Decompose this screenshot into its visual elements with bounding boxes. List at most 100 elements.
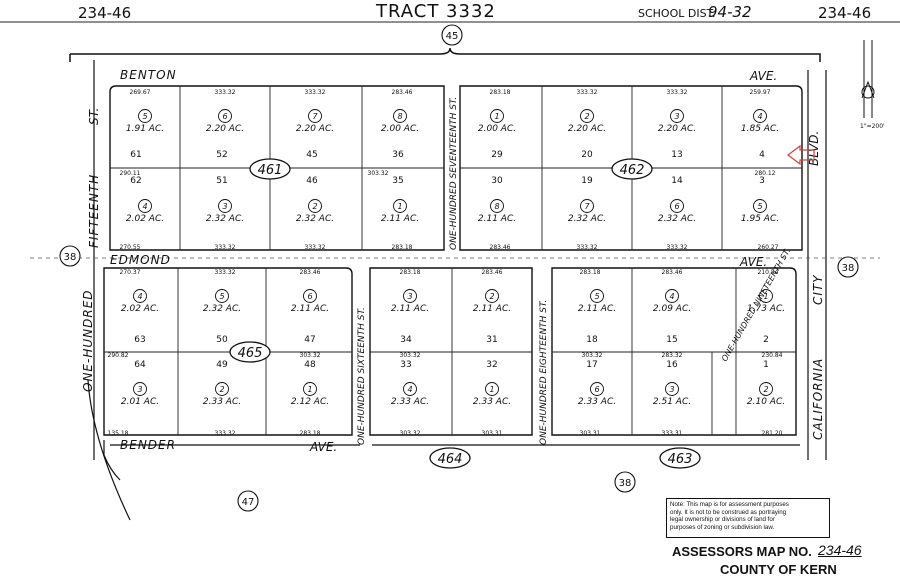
parcel-number: 2 — [763, 385, 768, 394]
dimension-label: 303.32 — [400, 352, 421, 359]
parcel-number: 5 — [594, 292, 599, 301]
lot-number: 3 — [759, 176, 765, 186]
block-number: 463 — [668, 452, 693, 467]
parcel-acreage: 1.85 AC. — [741, 124, 779, 134]
parcel-number: 1 — [397, 202, 402, 211]
school-district-value: 94-32 — [708, 3, 752, 21]
assessors-map-number: 234-46 — [818, 542, 862, 558]
parcel-number: 4 — [407, 385, 412, 394]
parcel-number: 1 — [307, 385, 312, 394]
dimension-label: 210.54 — [758, 269, 779, 276]
lot-number: 15 — [666, 335, 677, 345]
parcel-circle — [753, 109, 767, 123]
block-oval — [249, 158, 291, 180]
parcel-number: 8 — [397, 112, 402, 121]
street-fifteenth-st: ST. — [87, 108, 101, 125]
book-page-left: 234-46 — [78, 4, 132, 22]
block-number: 461 — [258, 163, 283, 178]
block-number: 464 — [438, 452, 463, 467]
dimension-label: 290.82 — [108, 352, 129, 359]
lot-number: 17 — [586, 360, 597, 370]
page-ref-number: 45 — [446, 31, 459, 42]
lot-number: 31 — [486, 335, 497, 345]
dimension-label: 283.18 — [490, 89, 511, 96]
lot-number: 13 — [671, 150, 682, 160]
lot-number: 33 — [400, 360, 411, 370]
parcel-number: 6 — [307, 292, 312, 301]
dimension-label: 280.12 — [755, 170, 776, 177]
book-page-right: 234-46 — [818, 4, 872, 22]
parcel-circle — [490, 109, 504, 123]
lot-number: 30 — [491, 176, 503, 186]
parcel-acreage: 2.33 AC. — [203, 397, 241, 407]
dimension-label: 333.32 — [577, 244, 598, 251]
school-district-label: SCHOOL DIST. — [638, 7, 716, 20]
parcel-circle — [308, 199, 322, 213]
dimension-label: 303.32 — [300, 352, 321, 359]
lot-number: 29 — [491, 150, 503, 160]
parcel-number: 6 — [222, 112, 227, 121]
dimension-label: 281.20 — [762, 430, 783, 437]
parcel-circle — [759, 382, 773, 396]
parcel-circle — [303, 382, 317, 396]
parcel-number: 2 — [584, 112, 589, 121]
parcel-circle — [403, 382, 417, 396]
block-number: 465 — [238, 346, 263, 361]
parcel-number: 7 — [584, 202, 590, 211]
street-blvd: BLVD. — [807, 131, 821, 166]
parcel-number: 3 — [674, 112, 679, 121]
lot-number: 45 — [306, 150, 317, 160]
dimension-label: 333.32 — [305, 89, 326, 96]
dimension-label: 283.18 — [300, 430, 321, 437]
dimension-label: 283.18 — [392, 244, 413, 251]
parcel-acreage: 2.11 AC. — [473, 304, 511, 314]
parcel-acreage: 2.10 AC. — [747, 397, 785, 407]
parcel-circle — [665, 382, 679, 396]
block-number: 462 — [620, 163, 645, 178]
dimension-label: 303.31 — [482, 430, 503, 437]
parcel-number: 3 — [407, 292, 412, 301]
parcel-number: 7 — [312, 112, 318, 121]
parcel-acreage: 2.09 AC. — [653, 304, 691, 314]
lot-number: 62 — [130, 176, 141, 186]
parcel-number: 5 — [219, 292, 224, 301]
parcel-number: 3 — [669, 385, 674, 394]
dimension-label: 303.32 — [368, 170, 389, 177]
parcel-circle — [670, 199, 684, 213]
parcel-circle — [393, 199, 407, 213]
parcel-circle — [393, 109, 407, 123]
dimension-label: 283.46 — [300, 269, 321, 276]
street-eighteenth: ONE-HUNDRED EIGHTEENTH ST. — [539, 300, 549, 445]
street-bender: BENDER — [120, 438, 176, 452]
parcel-acreage: 2.33 AC. — [473, 397, 511, 407]
parcel-circle — [308, 109, 322, 123]
dimension-label: 303.31 — [580, 430, 601, 437]
dimension-label: 283.32 — [662, 352, 683, 359]
parcel-acreage: 2.02 AC. — [126, 214, 164, 224]
parcel-circle — [485, 382, 499, 396]
street-seventeenth: ONE-HUNDRED SEVENTEENTH ST. — [449, 97, 459, 250]
page-ref-number: 38 — [64, 252, 77, 263]
note-line: purposes of zoning or subdivision law. — [670, 523, 775, 531]
parcel-acreage: 2.32 AC. — [203, 304, 241, 314]
parcel-acreage: 2.11 AC. — [391, 304, 429, 314]
map-scale: 1"=200' — [860, 123, 885, 130]
street-sixteenth: ONE-HUNDRED SIXTEENTH ST. — [357, 307, 367, 445]
north-arrow-icon — [861, 40, 875, 118]
lot-number: 61 — [130, 150, 141, 160]
parcel-number: 4 — [142, 202, 147, 211]
parcel-acreage: 1.73 AC. — [747, 304, 785, 314]
dimension-label: 269.67 — [130, 89, 151, 96]
dimension-label: 135.18 — [108, 430, 129, 437]
street-california: CALIFORNIA — [811, 358, 825, 440]
parcel-number: 2 — [489, 292, 494, 301]
dimension-label: 303.32 — [582, 352, 603, 359]
page-ref-circle — [441, 24, 463, 46]
disclaimer-note: Note: This map is for assessment purpose… — [666, 498, 830, 538]
lot-number: 2 — [763, 335, 769, 345]
page-ref-circle — [59, 245, 81, 267]
parcel-number: 3 — [137, 385, 142, 394]
parcel-acreage: 2.33 AC. — [391, 397, 429, 407]
dimension-label: 333.31 — [662, 430, 683, 437]
